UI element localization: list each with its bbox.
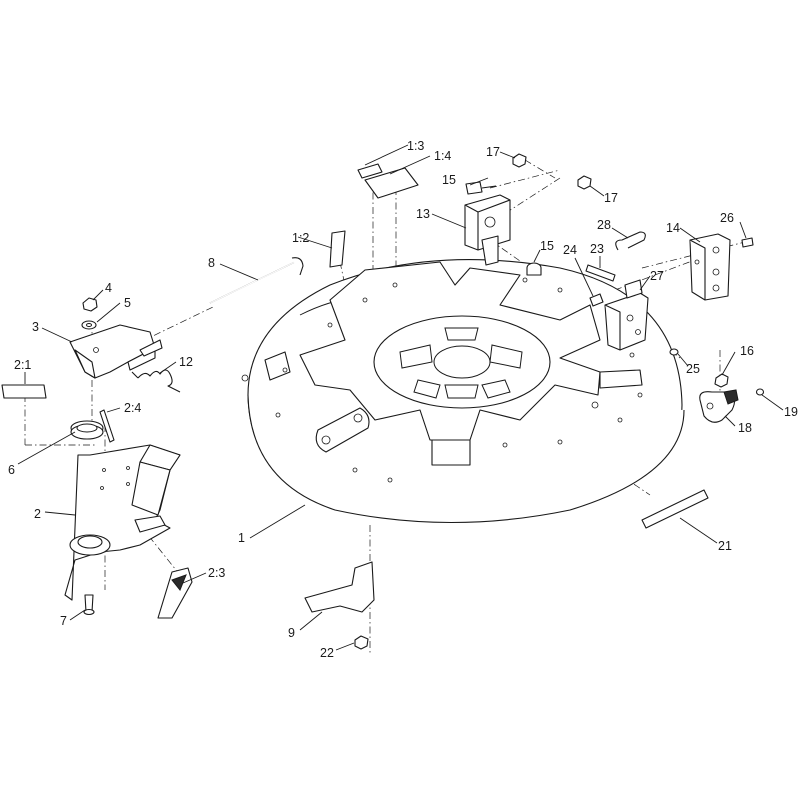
strip-21 — [641, 489, 709, 529]
callout-15-a: 15 — [442, 173, 456, 187]
callout-8: 8 — [208, 256, 215, 270]
callout-18: 18 — [738, 421, 752, 435]
callout-2-3: 2:3 — [208, 566, 225, 580]
callout-24: 24 — [563, 243, 577, 257]
callout-27: 27 — [650, 269, 664, 283]
pivot-bracket — [69, 324, 163, 379]
callout-12: 12 — [179, 355, 193, 369]
callout-23: 23 — [590, 242, 604, 256]
callout-19: 19 — [784, 405, 798, 419]
screw-26 — [741, 237, 754, 248]
callout-4: 4 — [105, 281, 112, 295]
callout-21: 21 — [718, 539, 732, 553]
callout-3: 3 — [32, 320, 39, 334]
callout-15-b: 15 — [540, 239, 554, 253]
callout-25: 25 — [686, 362, 700, 376]
callout-17-b: 17 — [604, 191, 618, 205]
callout-2: 2 — [34, 507, 41, 521]
labels-1-3-1-4 — [357, 163, 419, 199]
callout-5: 5 — [124, 296, 131, 310]
bolt-24 — [589, 293, 604, 307]
callout-labels: 1 1:2 1:3 1:4 2 2:1 2:3 2:4 3 4 5 6 7 8 … — [8, 139, 798, 660]
decal-1-2 — [329, 230, 346, 268]
bracket-13 — [464, 194, 511, 266]
washer-25 — [669, 348, 679, 356]
deck-plate — [241, 259, 685, 524]
callout-9: 9 — [288, 626, 295, 640]
bracket-27 — [604, 279, 649, 351]
clip-28 — [615, 231, 646, 251]
fitting-group — [699, 373, 765, 423]
callout-7: 7 — [60, 614, 67, 628]
pin-23 — [585, 264, 616, 282]
callout-1: 1 — [238, 531, 245, 545]
leader-lines — [17, 144, 784, 651]
callout-28: 28 — [597, 218, 611, 232]
hinge-bracket-14 — [689, 233, 731, 301]
nuts-17 — [512, 153, 592, 190]
baffle-plate-9 — [304, 561, 375, 613]
bushing — [70, 420, 104, 440]
callout-2-4: 2:4 — [124, 401, 141, 415]
callout-1-4: 1:4 — [434, 149, 451, 163]
callout-17-a: 17 — [486, 145, 500, 159]
linkage-rod — [209, 257, 304, 304]
callout-6: 6 — [8, 463, 15, 477]
callout-1-2: 1:2 — [292, 231, 309, 245]
callout-14: 14 — [666, 221, 680, 235]
decal-2-1 — [1, 384, 47, 399]
torsion-spring — [131, 369, 181, 393]
callout-22: 22 — [320, 646, 334, 660]
callout-16: 16 — [740, 344, 754, 358]
nut-and-washer — [81, 297, 98, 330]
deflector-2-3 — [157, 567, 193, 619]
callout-2-1: 2:1 — [14, 358, 31, 372]
nut-22 — [354, 635, 369, 650]
callout-26: 26 — [720, 211, 734, 225]
bolt-7 — [83, 594, 95, 616]
callout-1-3: 1:3 — [407, 139, 424, 153]
chute-housing — [64, 444, 181, 601]
callout-13: 13 — [416, 207, 430, 221]
pin-2-4 — [99, 409, 115, 443]
